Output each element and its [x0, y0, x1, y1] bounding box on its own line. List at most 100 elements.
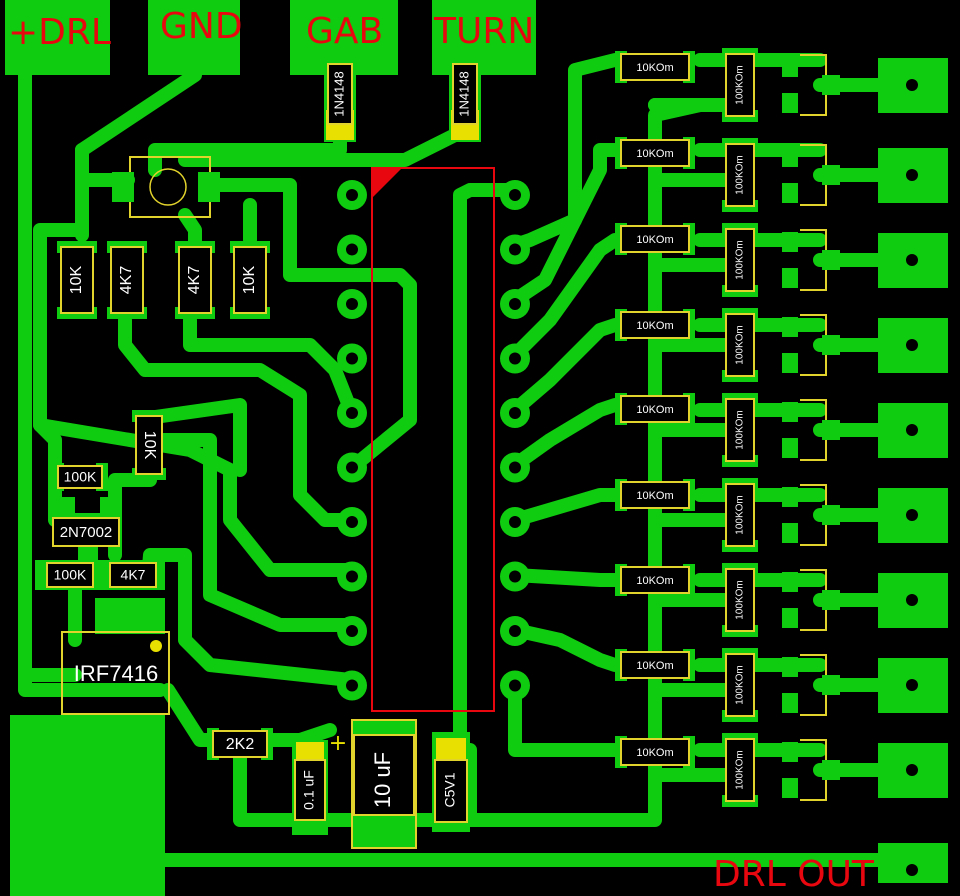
resistor-4k7-bottom-label: 4K7: [121, 567, 146, 583]
drl-out-pad: [878, 843, 948, 883]
transistor-2n7002: [52, 517, 120, 547]
pad-hole: [906, 679, 918, 691]
resistor-2k2: [212, 730, 268, 758]
output-pulldown-resistor: [725, 53, 755, 117]
output-series-resistor-label: 10KOm: [636, 62, 673, 74]
output-transistor-pad: [782, 93, 798, 113]
output-transistor-pad: [782, 268, 798, 288]
pad-hole: [906, 594, 918, 606]
output-series-resistor-label: 10KOm: [636, 320, 673, 332]
mosfet-irf7416: [61, 631, 170, 715]
sot-circle-marker: [149, 168, 187, 206]
trace: [118, 313, 357, 527]
output-series-resistor: [620, 311, 690, 339]
output-series-resistor-label: 10KOm: [636, 404, 673, 416]
output-series-resistor-label: 10KOm: [636, 490, 673, 502]
output-pulldown-resistor: [725, 738, 755, 802]
output-series-resistor: [620, 651, 690, 679]
output-pads: [878, 58, 948, 883]
output-transistor-pad: [782, 147, 798, 167]
output-pulldown-resistor: [725, 313, 755, 377]
trace: [508, 318, 622, 417]
resistor-100k-top: [57, 465, 103, 489]
label-turn: TURN: [433, 11, 534, 52]
output-transistor-pad: [782, 693, 798, 713]
mosfet-pin1-dot: [150, 640, 162, 652]
ic-pin-hole: [346, 352, 358, 365]
output-transistor-pad: [782, 438, 798, 458]
output-pulldown-resistor-label: 100KOm: [735, 65, 746, 104]
trace: [508, 488, 622, 527]
resistor-100k-bottom-label: 100K: [54, 567, 87, 583]
output-pulldown-resistor: [725, 398, 755, 462]
output-transistor-pad: [782, 183, 798, 203]
diode-outline: [452, 63, 478, 125]
pad-hole: [906, 169, 918, 181]
ic-pin-hole: [509, 298, 521, 310]
resistor-10k-a: [60, 246, 94, 314]
resistor-4k7-a-label: 4K7: [118, 266, 135, 295]
output-transistor-pad: [782, 487, 798, 507]
resistor-10k-a-label: 10K: [68, 265, 85, 294]
diode-label: 1N4148: [331, 71, 346, 117]
output-series-resistor-label: 10KOm: [636, 234, 673, 246]
ic-pin-hole: [509, 679, 521, 692]
resistor-4k7-bottom: [109, 562, 157, 588]
capacitor-0-1uf: [294, 759, 326, 821]
copper-pours: [5, 0, 536, 896]
mosfet-tab: [95, 598, 165, 634]
gnd-pad: [148, 0, 240, 75]
output-pulldown-resistor-label: 100KOm: [735, 155, 746, 194]
output-transistor-pad: [782, 402, 798, 422]
diode-outline: [327, 63, 353, 125]
output-series-resistor-label: 10KOm: [636, 575, 673, 587]
zener-c5v1: [434, 759, 468, 823]
output-transistor-pad: [822, 335, 840, 355]
output-transistor-pad: [782, 572, 798, 592]
drl-in-pad: [5, 0, 110, 75]
trace: [141, 398, 247, 477]
ic-pin-hole: [509, 352, 521, 365]
output-series-resistor-label: 10KOm: [636, 660, 673, 672]
output-series-resistor: [620, 139, 690, 167]
ic-pin-hole: [509, 407, 521, 419]
output-series-resistor: [620, 481, 690, 509]
trace: [508, 398, 622, 472]
resistor-100k-bottom: [46, 562, 94, 588]
output-pulldown-resistor-label: 100KOm: [735, 495, 746, 534]
output-series-resistor: [620, 225, 690, 253]
ic-pin-hole: [509, 461, 521, 474]
label-gnd: GND: [160, 6, 243, 47]
ic-pin-hole: [346, 407, 358, 419]
resistor-4k7-b-label: 4K7: [186, 266, 203, 295]
output-transistor-pad: [822, 675, 840, 695]
trace: [508, 568, 622, 587]
output-transistor-pad: [822, 760, 840, 780]
output-series-resistor: [620, 53, 690, 81]
output-pulldown-resistor: [725, 143, 755, 207]
ic-outline: [371, 167, 495, 712]
output-series-resistor: [620, 566, 690, 594]
resistor-10k-b-label: 10K: [241, 265, 258, 294]
pad-hole: [906, 864, 918, 876]
label-drl-in: +DRL: [8, 12, 111, 53]
output-pulldown-resistor-label: 100KOm: [735, 410, 746, 449]
output-transistor-pad: [782, 232, 798, 252]
ground-pour: [10, 715, 165, 896]
ic-pins: [337, 180, 530, 701]
trace: [178, 208, 202, 252]
ic-pin-hole: [509, 243, 521, 256]
output-series-resistor: [620, 395, 690, 423]
output-pulldown-resistor: [725, 228, 755, 292]
output-series-resistor: [620, 738, 690, 766]
q-pad: [55, 497, 75, 519]
output-transistor-pad: [822, 250, 840, 270]
trace: [508, 233, 622, 362]
pad-hole: [906, 764, 918, 776]
output-pulldown-resistor-label: 100KOm: [735, 325, 746, 364]
ic-pin-hole: [346, 189, 358, 201]
output-pulldown-resistor-label: 100KOm: [735, 580, 746, 619]
output-pulldown-resistor-label: 100KOm: [735, 750, 746, 789]
